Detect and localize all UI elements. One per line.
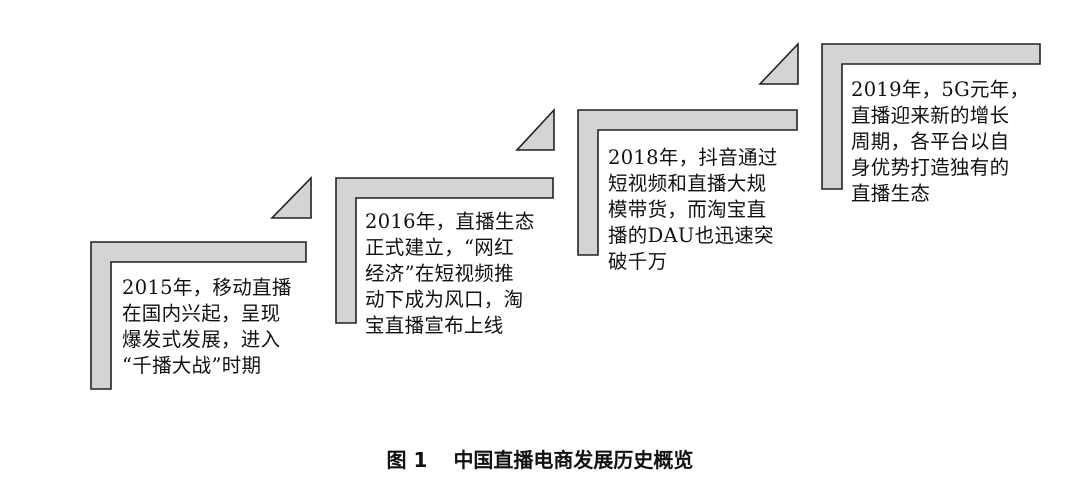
- figure-title: 中国直播电商发展历史概览: [453, 448, 694, 472]
- step-text-line: 宝直播宣布上线: [365, 314, 504, 337]
- step-text-line: “千播大战”时期: [122, 354, 262, 377]
- step-text-2019: 2019年，5G元年， 直播迎来新的增长周期，各平台以自身优势打造独有的直播生态: [851, 77, 1029, 207]
- step-bracket-2016: [335, 177, 554, 324]
- step-text-line: 2018年，抖音通过: [608, 146, 778, 169]
- step-connector-triangle-2: [515, 107, 555, 151]
- step-text-line: 经济”在短视频推: [365, 262, 514, 285]
- step-bracket-2019: [821, 43, 1041, 190]
- step-bracket-2015: [90, 241, 307, 390]
- step-text-line: 2019年，5G元年，: [851, 78, 1030, 101]
- step-text-line: 周期，各平台以自: [851, 130, 1010, 153]
- step-text-line: 模带货，而淘宝直: [608, 198, 767, 221]
- figure-caption: 图 1 中国直播电商发展历史概览: [0, 444, 1080, 473]
- step-text-line: 动下成为风口，淘: [365, 288, 524, 311]
- step-text-line: 播的DAU也迅速突: [608, 224, 774, 247]
- step-text-line: 在国内兴起，呈现: [122, 302, 281, 325]
- figure-number: 图 1: [386, 448, 428, 472]
- step-text-line: 身优势打造独有的: [851, 156, 1010, 179]
- step-text-2016: 2016年，直播生态正式建立，“网红经济”在短视频推动下成为风口，淘宝直播宣布上…: [365, 209, 535, 339]
- step-text-line: 爆发式发展，进入: [122, 328, 281, 351]
- step-connector-triangle-3: [758, 41, 799, 85]
- step-text-line: 破千万: [608, 250, 668, 273]
- step-text-line: 正式建立，“网红: [365, 236, 514, 259]
- step-text-2018: 2018年，抖音通过短视频和直播大规模带货，而淘宝直播的DAU也迅速突破千万: [608, 145, 778, 275]
- step-bracket-2018: [577, 109, 798, 256]
- step-text-line: 2016年，直播生态: [365, 210, 535, 233]
- step-connector-triangle-1: [270, 176, 312, 219]
- step-text-line: 直播迎来新的增长: [851, 104, 1010, 127]
- step-text-2015: 2015年，移动直播在国内兴起，呈现爆发式发展，进入 “千播大战”时期: [122, 275, 292, 379]
- step-text-line: 短视频和直播大规: [608, 172, 767, 195]
- step-text-line: 2015年，移动直播: [122, 276, 292, 299]
- step-text-line: 直播生态: [851, 182, 931, 205]
